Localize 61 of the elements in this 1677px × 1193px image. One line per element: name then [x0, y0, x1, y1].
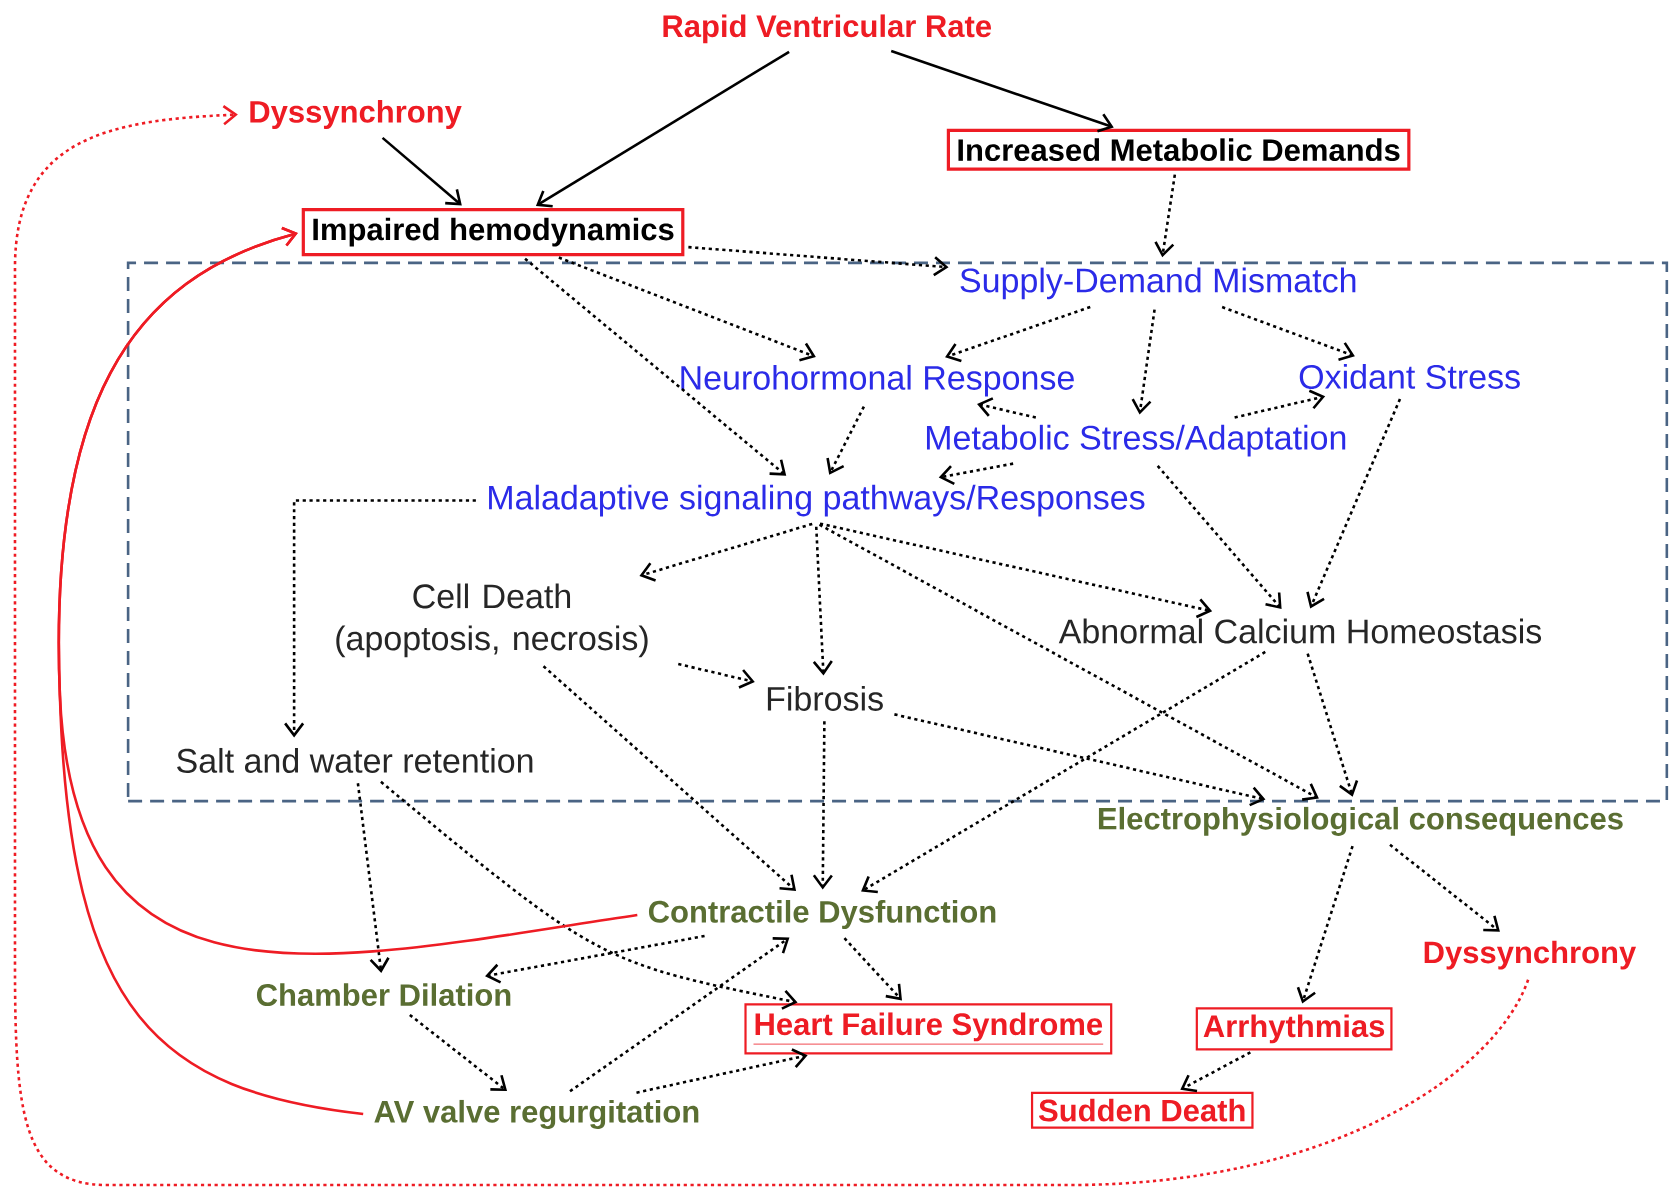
- arrow: [812, 721, 833, 890]
- concept-label: Fibrosis: [767, 686, 883, 712]
- arrow: [13, 105, 1530, 1187]
- arrow: [1234, 389, 1326, 419]
- arrow: [558, 256, 816, 362]
- arrow: [542, 665, 797, 892]
- arrow: [818, 523, 1319, 802]
- arrow: [826, 406, 866, 475]
- concept-label: Electrophysiological consequences: [1098, 807, 1623, 837]
- concept-label: Dyssynchrony: [250, 100, 462, 130]
- concept-label: Contractile Dysfunction: [648, 900, 996, 930]
- arrow: [569, 937, 790, 1093]
- arrow: [524, 257, 787, 476]
- arrow: [977, 397, 1037, 419]
- arrow: [380, 781, 798, 1010]
- arrow: [938, 462, 1014, 486]
- outlined-box: Impaired hemodynamics: [301, 208, 685, 257]
- arrow: [894, 713, 1266, 807]
- arrow: [1154, 174, 1177, 258]
- concept-label: Neurohormonal Response: [681, 365, 1074, 397]
- concept-label: Abnormal Calcium Homeostasis: [1058, 618, 1542, 644]
- arrow: [57, 227, 364, 1116]
- arrow: [945, 306, 1091, 363]
- arrow: [677, 663, 755, 689]
- dashed-group-box: [126, 261, 1669, 803]
- concept-label: Cell Death (apoptosis, necrosis): [336, 583, 648, 658]
- arrow: [812, 526, 833, 676]
- arrow: [1180, 1051, 1251, 1093]
- arrow: [1306, 398, 1402, 609]
- outlined-box: Arrhythmias: [1195, 1007, 1393, 1051]
- arrow: [485, 935, 705, 984]
- concept-label: Oxidant Stress: [1299, 364, 1520, 390]
- arrow: [1296, 845, 1354, 1004]
- outlined-box: Sudden Death: [1030, 1091, 1254, 1129]
- arrow: [639, 522, 813, 582]
- arrow: [843, 937, 902, 1001]
- arrow: [381, 137, 462, 206]
- arrow: [1221, 306, 1355, 362]
- arrow: [819, 522, 1213, 619]
- concept-label: Metabolic Stress/Adaptation: [927, 425, 1346, 457]
- outlined-box: Heart Failure Syndrome: [744, 1003, 1113, 1055]
- arrow: [1131, 309, 1156, 415]
- concept-label: Supply-Demand Mismatch: [960, 267, 1356, 300]
- arrow: [284, 499, 476, 738]
- arrow: [636, 1048, 808, 1095]
- concept-label: Dyssynchrony: [1424, 940, 1637, 970]
- arrow: [535, 50, 790, 208]
- arrow: [356, 783, 390, 974]
- concept-label: Salt and water retention: [177, 748, 533, 774]
- outlined-box: Increased Metabolic Demands: [946, 129, 1411, 171]
- arrow: [861, 651, 1266, 894]
- arrow: [1389, 844, 1500, 932]
- concept-label: Chamber Dilation: [256, 983, 511, 1007]
- concept-label: AV valve regurgitation: [374, 1100, 699, 1130]
- arrow: [688, 246, 949, 277]
- concept-label: Maladaptive signaling pathways/Responses: [489, 484, 1145, 517]
- arrow: [409, 1014, 508, 1092]
- arrow: [1306, 653, 1359, 797]
- arrow: [1156, 465, 1282, 610]
- concept-label: Rapid Ventricular Rate: [663, 14, 992, 44]
- arrow: [890, 50, 1114, 133]
